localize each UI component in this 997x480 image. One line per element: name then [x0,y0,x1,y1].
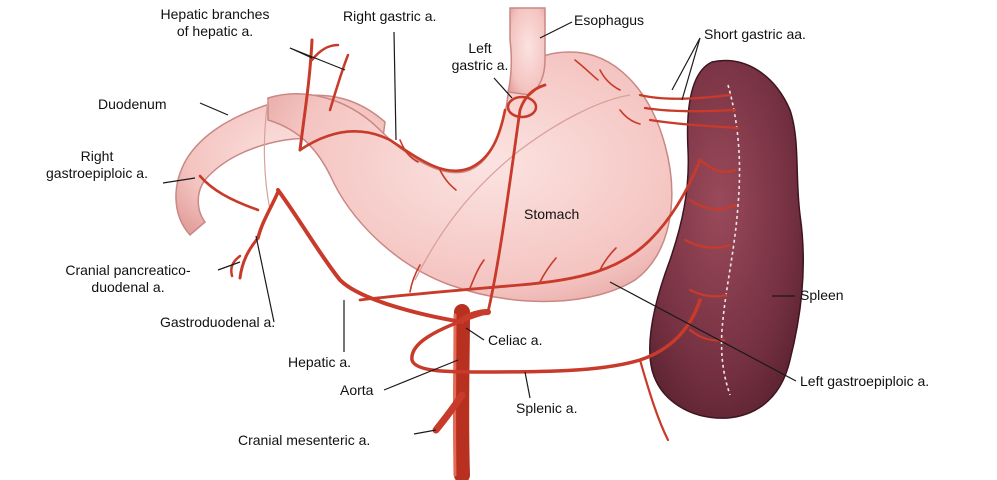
label-gastroduodenal: Gastroduodenal a. [160,314,275,331]
label-cranial-pancreaticoduodenal: Cranial pancreatico- duodenal a. [48,262,208,296]
label-hepatic: Hepatic a. [288,354,351,371]
right-gastroepiploic-vessel [200,176,258,210]
label-right-gastroepiploic: Right gastroepiploic a. [34,148,160,182]
spleen-organ [650,61,804,419]
label-splenic: Splenic a. [516,400,577,417]
label-celiac: Celiac a. [488,332,542,349]
label-aorta: Aorta [340,382,373,399]
label-cranial-mesenteric: Cranial mesenteric a. [238,432,370,449]
label-short-gastric: Short gastric aa. [704,26,806,43]
label-stomach: Stomach [524,206,579,223]
label-hepatic-branches: Hepatic branches of hepatic a. [140,6,290,40]
label-left-gastric: Left gastric a. [440,40,520,74]
label-right-gastric: Right gastric a. [343,8,436,25]
label-esophagus: Esophagus [574,12,644,29]
label-duodenum: Duodenum [98,96,167,113]
label-left-gastroepiploic: Left gastroepiploic a. [800,373,929,390]
label-spleen: Spleen [800,287,844,304]
